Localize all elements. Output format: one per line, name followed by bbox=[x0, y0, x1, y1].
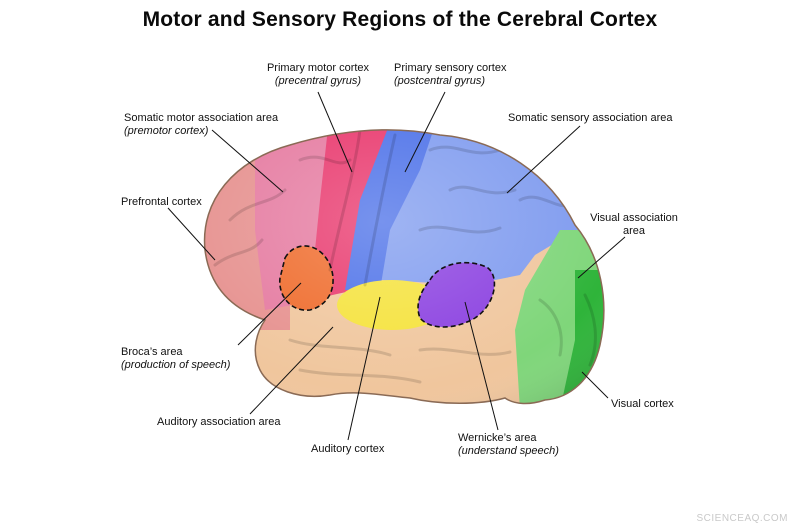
leader-somatic-motor bbox=[211, 129, 284, 193]
label-auditory-association-name: Auditory association area bbox=[157, 416, 281, 428]
label-prefrontal: Prefrontal cortex bbox=[121, 196, 202, 209]
label-broca-sub: (production of speech) bbox=[121, 359, 231, 371]
leader-somatic-sensory bbox=[506, 125, 581, 194]
label-primary-sensory-name: Primary sensory cortex bbox=[394, 62, 507, 74]
label-primary-sensory: Primary sensory cortex (postcentral gyru… bbox=[394, 62, 506, 88]
label-visual-association: Visual association area bbox=[584, 212, 684, 238]
label-auditory-association: Auditory association area bbox=[157, 416, 281, 429]
label-somatic-motor-association-sub: (premotor cortex) bbox=[124, 125, 209, 137]
leader-prefrontal bbox=[167, 207, 216, 261]
label-broca-name: Broca’s area bbox=[121, 346, 183, 358]
label-wernicke: Wernicke’s area (understand speech) bbox=[458, 432, 559, 458]
leader-visual-assoc bbox=[577, 236, 626, 279]
label-visual: Visual cortex bbox=[611, 398, 674, 411]
leader-primary-sensory bbox=[404, 91, 446, 173]
label-auditory-name: Auditory cortex bbox=[311, 443, 385, 455]
label-wernicke-sub: (understand speech) bbox=[458, 445, 559, 457]
label-primary-motor-name: Primary motor cortex bbox=[266, 62, 370, 74]
label-visual-association-name: Visual association area bbox=[590, 212, 678, 237]
label-somatic-motor-association-name: Somatic motor association area bbox=[124, 112, 279, 124]
label-somatic-sensory-association-name: Somatic sensory association area bbox=[508, 112, 673, 124]
diagram-title: Motor and Sensory Regions of the Cerebra… bbox=[142, 8, 658, 31]
gyri-texture bbox=[213, 129, 597, 384]
label-wernicke-name: Wernicke’s area bbox=[458, 432, 537, 444]
label-primary-sensory-sub: (postcentral gyrus) bbox=[394, 75, 486, 87]
leader-visual bbox=[581, 371, 609, 399]
leader-lines bbox=[167, 91, 626, 441]
label-visual-name: Visual cortex bbox=[611, 398, 674, 410]
leader-auditory-assoc bbox=[249, 326, 334, 415]
watermark: SCIENCEAQ.COM bbox=[696, 513, 788, 524]
leader-wernicke bbox=[464, 301, 499, 431]
label-primary-motor-sub: (precentral gyrus) bbox=[274, 75, 362, 87]
leader-auditory bbox=[347, 296, 381, 441]
broca-outline bbox=[279, 245, 334, 311]
label-somatic-sensory-association: Somatic sensory association area bbox=[508, 112, 672, 125]
leader-broca bbox=[237, 282, 302, 346]
label-auditory: Auditory cortex bbox=[311, 443, 384, 456]
label-prefrontal-name: Prefrontal cortex bbox=[121, 196, 202, 208]
label-primary-motor: Primary motor cortex (precentral gyrus) bbox=[262, 62, 374, 88]
label-somatic-motor-association: Somatic motor association area (premotor… bbox=[124, 112, 278, 138]
label-broca: Broca’s area (production of speech) bbox=[121, 346, 230, 372]
leader-primary-motor bbox=[317, 91, 353, 173]
brain-outline bbox=[203, 129, 605, 405]
wernicke-outline bbox=[417, 261, 496, 328]
